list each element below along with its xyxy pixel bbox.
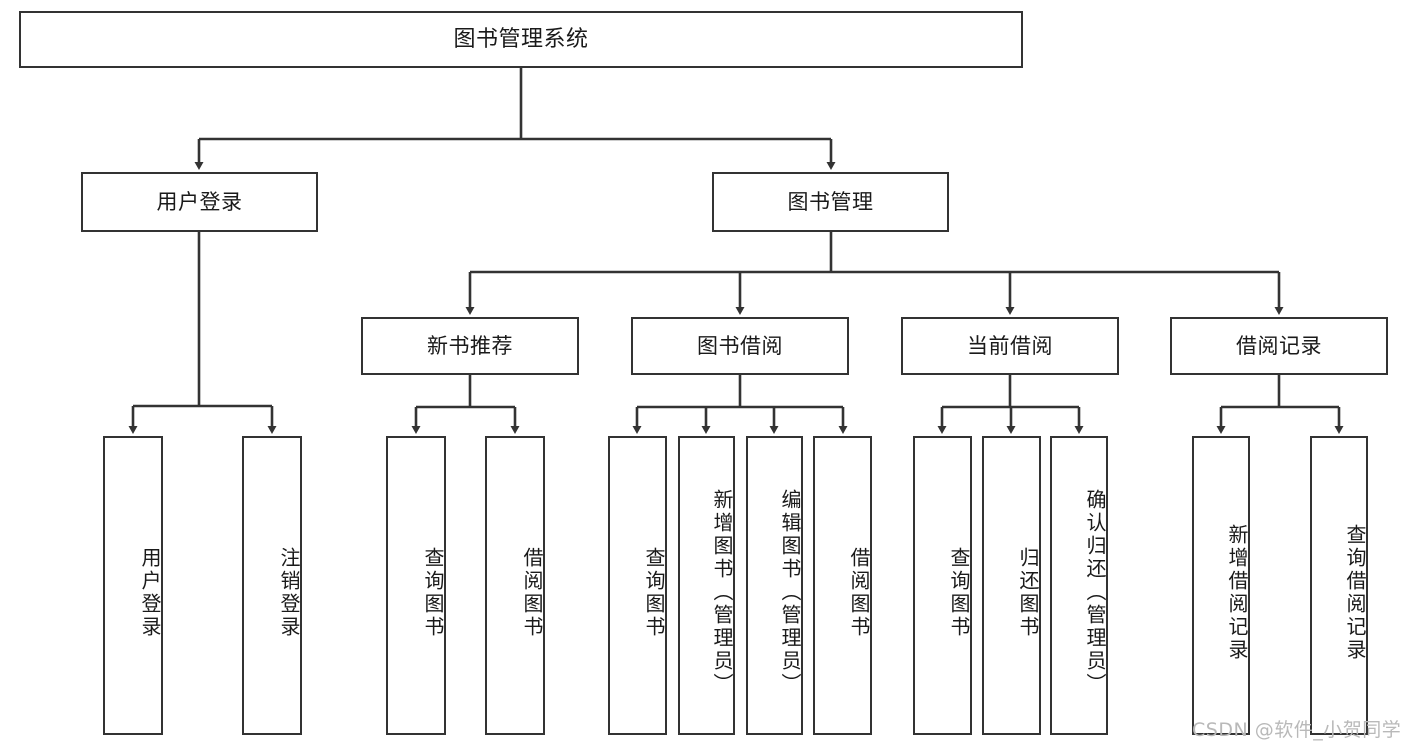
node-user-login[interactable]: 用户登录 (81, 172, 318, 232)
watermark: CSDN @软件_小贺同学 (1192, 719, 1402, 741)
leaf-add-record[interactable]: 新增借阅记录 (1192, 436, 1250, 735)
node-book-borrow[interactable]: 图书借阅 (631, 317, 849, 375)
leaf-add-book[interactable]: 新增图书（管理员） (678, 436, 735, 735)
leaf-query-record[interactable]: 查询借阅记录 (1310, 436, 1368, 735)
node-book-manage[interactable]: 图书管理 (712, 172, 949, 232)
node-borrow-record[interactable]: 借阅记录 (1170, 317, 1388, 375)
leaf-return-book[interactable]: 归还图书 (982, 436, 1041, 735)
leaf-borrow-book-rec[interactable]: 借阅图书 (485, 436, 545, 735)
leaf-edit-book[interactable]: 编辑图书（管理员） (746, 436, 803, 735)
leaf-query-book-br[interactable]: 查询图书 (608, 436, 667, 735)
node-root[interactable]: 图书管理系统 (19, 11, 1023, 68)
leaf-query-book-cb[interactable]: 查询图书 (913, 436, 972, 735)
leaf-user-login[interactable]: 用户登录 (103, 436, 163, 735)
leaf-borrow-book-br[interactable]: 借阅图书 (813, 436, 872, 735)
leaf-query-book-rec[interactable]: 查询图书 (386, 436, 446, 735)
leaf-logout[interactable]: 注销登录 (242, 436, 302, 735)
node-new-book-rec[interactable]: 新书推荐 (361, 317, 579, 375)
leaf-confirm-return[interactable]: 确认归还（管理员） (1050, 436, 1108, 735)
node-current-borrow[interactable]: 当前借阅 (901, 317, 1119, 375)
